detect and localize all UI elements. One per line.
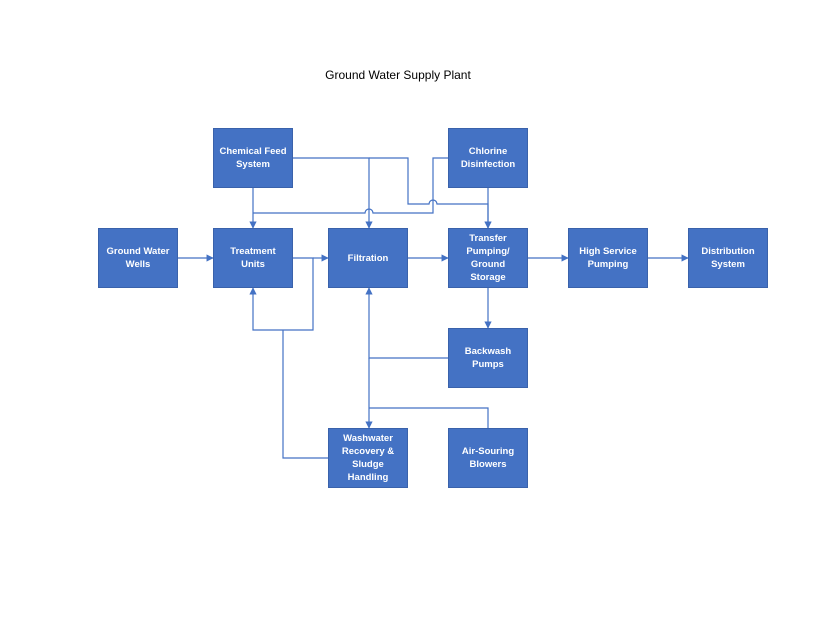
chlorine-to-treatment-arrow (253, 157, 448, 214)
chemical-to-transfer-arrow (369, 157, 492, 229)
ground-water-wells-node: Ground Water Wells (98, 228, 178, 288)
high-service-pumping-node: High Service Pumping (568, 228, 648, 288)
washwater-to-treatment-connector (282, 330, 328, 459)
air-scouring-connector (369, 407, 489, 428)
chemical-feed-node: Chemical Feed System (213, 128, 293, 188)
chemical-to-filtration-arrow (293, 157, 373, 229)
filtration-node: Filtration (328, 228, 408, 288)
distribution-system-node: Distribution System (688, 228, 768, 288)
treatment-to-filtration-arrow (249, 257, 314, 331)
diagram-title: Ground Water Supply Plant (325, 68, 471, 82)
backwash-pumps-node: Backwash Pumps (448, 328, 528, 388)
washwater-recovery-node: Washwater Recovery & Sludge Handling (328, 428, 408, 488)
transfer-pumping-node: Transfer Pumping/ Ground Storage (448, 228, 528, 288)
treatment-units-node: Treatment Units (213, 228, 293, 288)
air-scouring-blowers-node: Air-Souring Blowers (448, 428, 528, 488)
backwash-to-filtration-arrow (365, 287, 448, 359)
chlorine-disinfection-node: Chlorine Disinfection (448, 128, 528, 188)
